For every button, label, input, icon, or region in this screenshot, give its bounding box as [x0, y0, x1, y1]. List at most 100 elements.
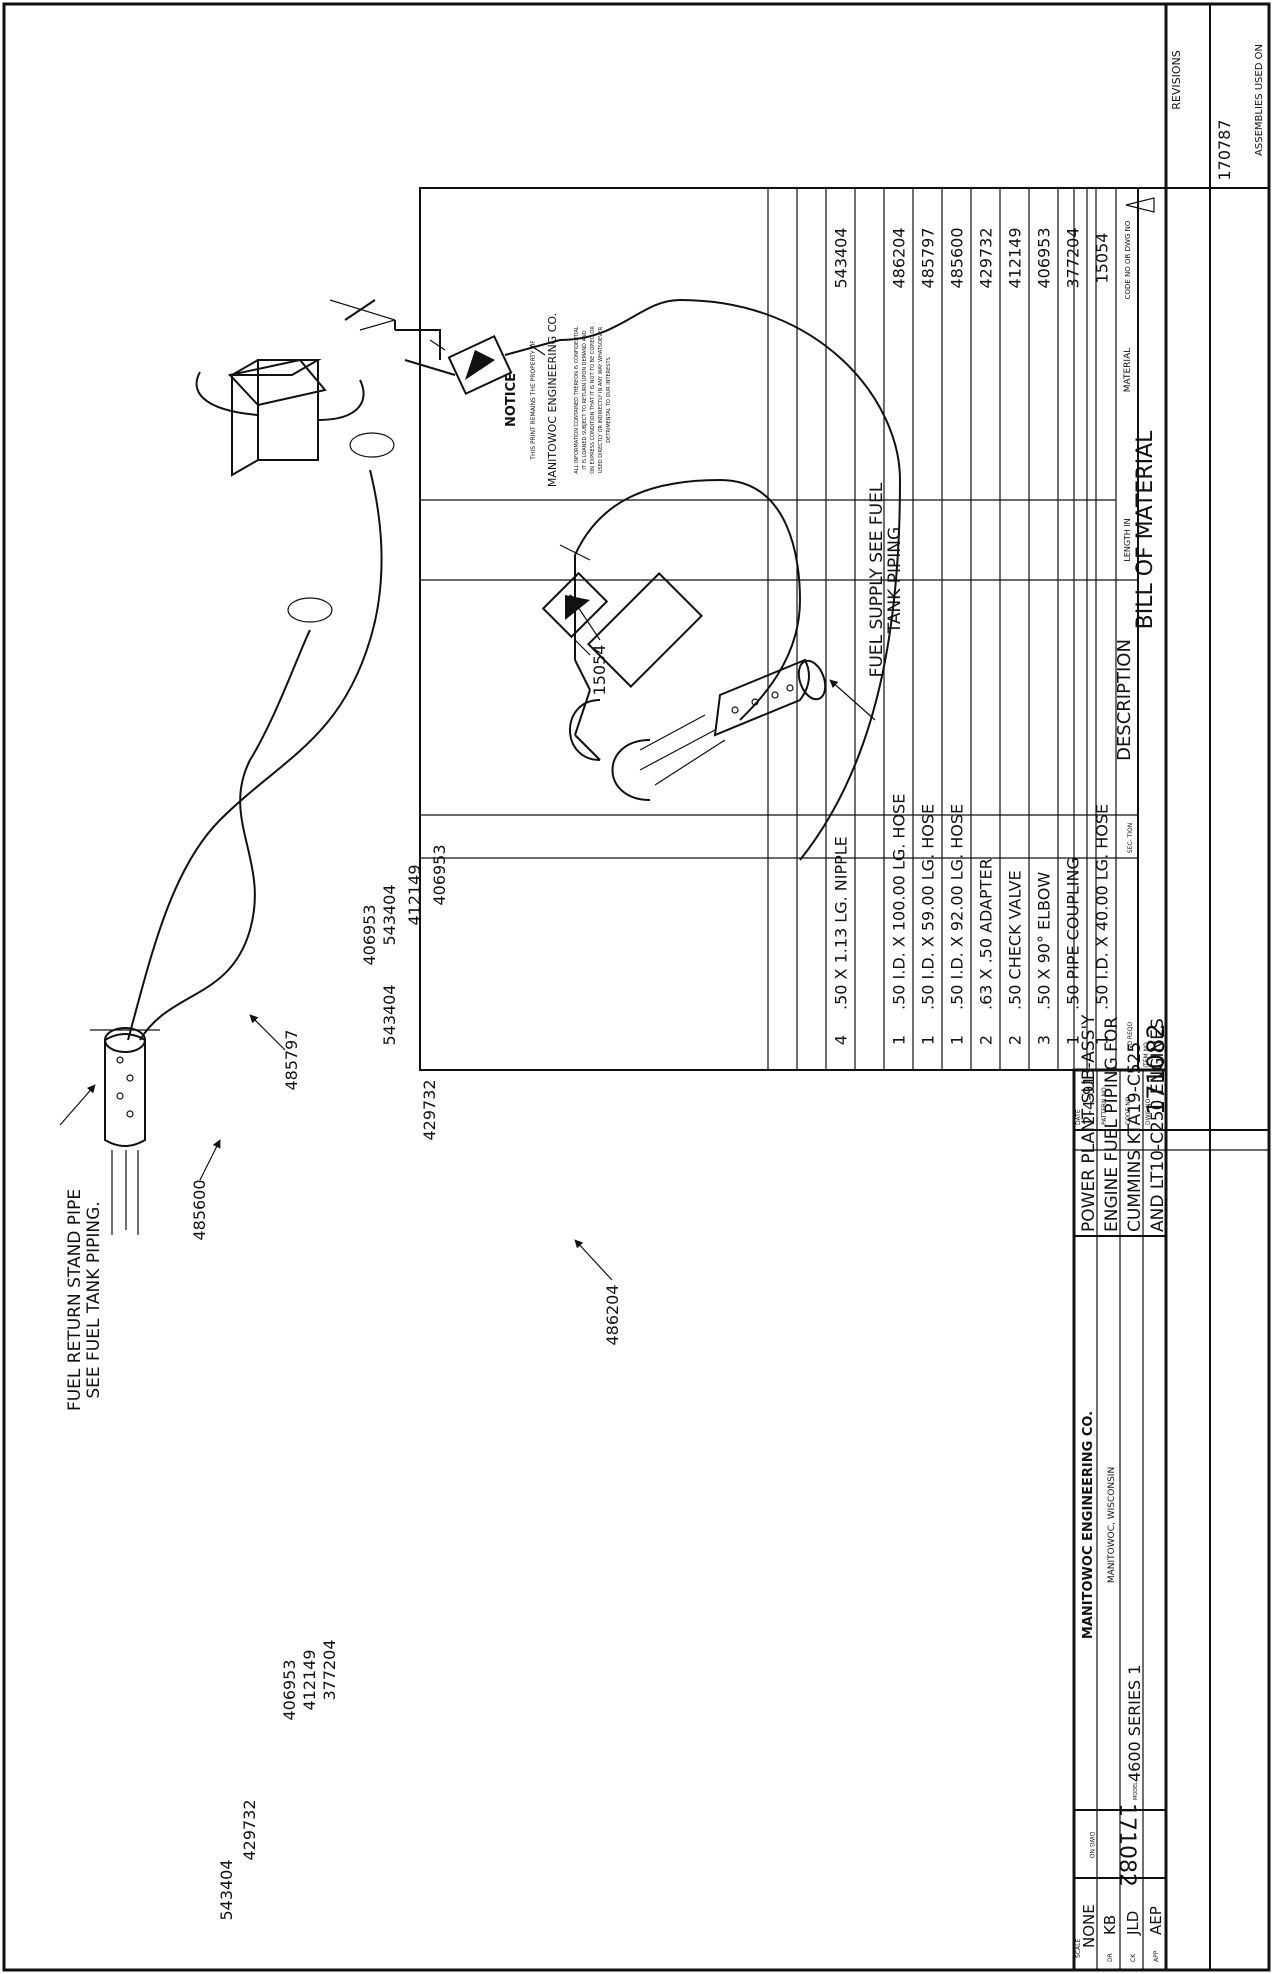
bom-title: BILL OF MATERIAL [1133, 430, 1158, 630]
callout-485797: 485797 [282, 1029, 301, 1090]
bom-code: 429732 [977, 227, 996, 288]
callout-right-429732: 429732 [420, 1079, 439, 1140]
bom-code: 486204 [890, 227, 909, 288]
bom-qty: 1 [1064, 1035, 1083, 1045]
app-value: AEP [1147, 1906, 1165, 1935]
bom-header-length: LENGTH IN [1123, 518, 1132, 561]
model-value: 4600 SERIES 1 [1125, 1665, 1144, 1782]
bom-code: 543404 [832, 227, 851, 288]
hose-486204 [559, 298, 902, 861]
dwg-number: 171082 [1142, 1023, 1170, 1115]
hose-485797-end [287, 597, 333, 623]
hose-15054 [574, 478, 802, 721]
bom-description: .50 I.D. X 92.00 LG. HOSE [948, 804, 967, 1010]
bom-description: .50 X 90° ELBOW [1035, 872, 1054, 1010]
bom-header-reqd: NO REQD [1127, 1021, 1134, 1050]
bom-qty: 1 [1093, 1035, 1112, 1045]
model-label: MODEL [1133, 1782, 1139, 1800]
right-engine-fitting [541, 544, 703, 801]
callout-right-543404-a: 543404 [380, 984, 399, 1045]
title-block [1072, 1068, 1168, 1972]
revisions-header: REVISIONS [1170, 50, 1183, 109]
leader-fuel-supply [829, 679, 876, 721]
bom-code: 485600 [948, 227, 967, 288]
callout-right-406953-a: 406953 [360, 904, 379, 965]
dr-value: KB [1101, 1915, 1119, 1935]
notice-body-5: DETRIMENTAL TO OUR INTERESTS [606, 357, 612, 442]
callout-486204: 486204 [603, 1284, 622, 1345]
bom-header-code: CODE NO OR DWG NO [1124, 220, 1132, 299]
right-strip [1164, 4, 1269, 1970]
callout-left-429732: 429732 [240, 1799, 259, 1860]
notice-body-3: ON EXPRESS CONDITION THAT IT IS NOT TO B… [590, 326, 596, 474]
fuel-supply-stand-pipe [639, 658, 827, 786]
assemblies-value: 170787 [1215, 119, 1234, 180]
notice-block: NOTICE THIS PRINT REMAINS THE PROPERTY O… [504, 313, 612, 487]
callout-fuel-return-2: SEE FUEL TANK PIPING. [84, 1201, 104, 1398]
leader-485797 [249, 1014, 286, 1051]
hose-485797 [139, 629, 311, 1041]
notice-body-4: USED DIRECTLY OR INDIRECTLY IN ANY WAY W… [598, 326, 604, 473]
leader-485600 [199, 1139, 221, 1181]
bom-description: .50 CHECK VALVE [1006, 870, 1025, 1010]
callout-15054: 15054 [590, 645, 609, 696]
ck-value: JLD [1124, 1911, 1142, 1936]
hose-485600 [127, 469, 383, 1041]
fuel-return-stand-pipe [90, 1027, 160, 1235]
notice-line1: THIS PRINT REMAINS THE PROPERTY OF [530, 340, 537, 461]
bom-header-section: SEC- TION [1127, 823, 1134, 854]
title-line-2: ENGINE FUEL PIPING FOR [1102, 1017, 1122, 1232]
bom-header-material: MATERIAL [1123, 348, 1133, 393]
callout-left-543404: 543404 [217, 1859, 236, 1920]
leader-15054 [569, 594, 601, 641]
date-value: 2-4-91 [1080, 1076, 1098, 1125]
bom-description: .50 I.D. X 59.00 LG. HOSE [919, 804, 938, 1010]
bom-header-item: ITEM NO [1143, 1042, 1150, 1068]
bom-qty: 1 [948, 1035, 967, 1045]
callout-left-377204: 377204 [320, 1639, 339, 1700]
bom-qty: 2 [977, 1035, 996, 1045]
bom-qty: 4 [832, 1035, 851, 1045]
bom-description: .63 X .50 ADAPTER [977, 858, 996, 1010]
ck-label: CK [1130, 1953, 1137, 1962]
notice-company: MANITOWOC ENGINEERING CO. [546, 313, 559, 487]
pattern-label: PATTERN NO [1101, 1087, 1108, 1125]
callout-left-406953: 406953 [280, 1659, 299, 1720]
notice-title: NOTICE [504, 373, 519, 427]
bom-code: 15054 [1093, 233, 1112, 284]
dwg-no-label-inverted: DWG NO [1088, 1832, 1095, 1859]
company-location: MANITOWOC, WISCONSIN [1107, 1467, 1117, 1583]
callout-right-412149: 412149 [405, 864, 424, 925]
bom-description: .50 I.D. X 100.00 LG. HOSE [890, 794, 909, 1010]
scale-label: SCALE [1075, 1939, 1082, 1958]
company-name: MANITOWOC ENGINEERING CO. [1081, 1411, 1096, 1639]
bom-description: .50 PIPE COUPLING [1064, 857, 1083, 1010]
title-line-4: AND LT10-C250 ENGINES [1148, 1018, 1168, 1232]
scale-value: NONE [1080, 1904, 1098, 1948]
hose-485600-end [349, 432, 395, 458]
callout-fuel-supply-2: TANK PIPING [885, 527, 905, 634]
notice-body-1: ALL INFORMATION CONTAINED THEREON IS CON… [574, 326, 580, 474]
bom-qty: 1 [890, 1035, 909, 1045]
leader-fuel-return [59, 1084, 96, 1126]
callout-left-412149: 412149 [300, 1649, 319, 1710]
callout-fuel-supply-1: FUEL SUPPLY SEE FUEL [867, 482, 887, 677]
bom-header-description: DESCRIPTION [1114, 639, 1135, 761]
bom-code: 406953 [1035, 227, 1054, 288]
bom-qty: 3 [1035, 1035, 1054, 1045]
dwg-no-inverted: 171082 [1114, 1803, 1139, 1887]
code-label: CODE NO [1125, 1096, 1132, 1125]
callout-right-406953-b: 406953 [430, 844, 449, 905]
callout-right-543404-b: 543404 [380, 884, 399, 945]
dr-label: DR [1107, 1953, 1114, 1962]
callout-485600: 485600 [190, 1179, 209, 1240]
assemblies-header: ASSEMBLIES USED ON [1254, 44, 1265, 156]
revision-triangle-icon [1125, 197, 1155, 213]
app-label: APP [1153, 1950, 1160, 1962]
title-line-1: POWER PLANT SUB-ASS'Y [1079, 1014, 1099, 1232]
dwg-label: DWG NO [1145, 1098, 1152, 1125]
bom-table [419, 187, 1167, 1071]
